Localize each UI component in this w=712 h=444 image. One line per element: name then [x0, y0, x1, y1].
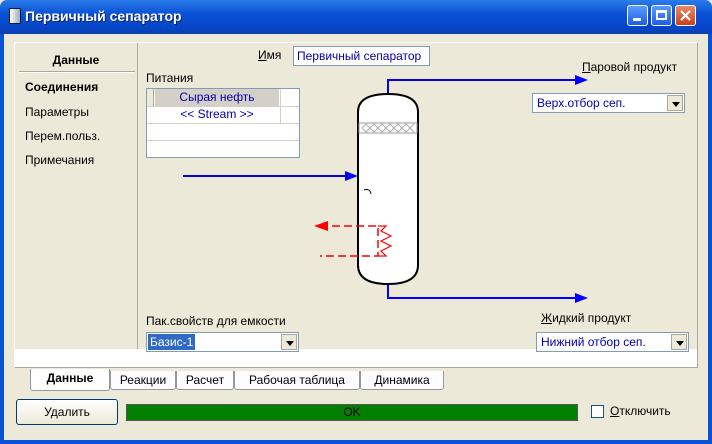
chevron-down-icon[interactable]	[281, 334, 297, 350]
maximize-icon	[656, 10, 667, 20]
chevron-down-icon[interactable]	[667, 95, 683, 111]
liquid-arrow-icon	[575, 293, 588, 303]
separator-vessel	[357, 92, 419, 286]
vapour-product-label: Паровой продукт	[582, 60, 678, 74]
sidebar-divider	[19, 71, 135, 73]
minimize-button[interactable]	[627, 5, 648, 26]
maximize-button[interactable]	[651, 5, 672, 26]
liquid-product-label: Жидкий продукт	[541, 311, 632, 325]
sidebar-item-user-variables[interactable]: Перем.польз.	[25, 129, 101, 143]
feed-cell[interactable]: << Stream >>	[180, 107, 254, 121]
feed-extra-cell	[280, 106, 300, 123]
feed-cell[interactable]: Сырая нефть	[155, 89, 279, 106]
tab-worksheet[interactable]: Рабочая таблица	[234, 371, 360, 390]
process-diagram	[183, 75, 588, 303]
tab-dynamics[interactable]: Динамика	[360, 371, 444, 390]
vapour-product-select[interactable]: Верх.отбор сеп.	[532, 93, 685, 113]
window-frame-left	[0, 34, 4, 444]
window-frame-bottom	[0, 440, 712, 444]
liquid-product-value: Нижний отбор сеп.	[541, 335, 646, 349]
window-title: Первичный сепаратор	[25, 8, 182, 24]
feeds-label: Питания	[146, 71, 194, 85]
title-bar[interactable]: Первичный сепаратор	[0, 0, 712, 34]
feed-extra-cell	[280, 89, 300, 106]
status-bar: OK	[126, 404, 578, 421]
sidebar: Данные Соединения Параметры Перем.польз.…	[15, 43, 138, 349]
vapour-arrow-icon	[575, 75, 588, 85]
close-icon	[680, 10, 691, 21]
property-package-value: Базис-1	[148, 334, 196, 350]
chevron-down-icon[interactable]	[671, 334, 687, 350]
inlet-nozzle	[363, 189, 372, 195]
minimize-icon	[633, 18, 641, 21]
tab-reactions[interactable]: Реакции	[110, 371, 176, 390]
liquid-product-select[interactable]: Нижний отбор сеп.	[536, 332, 689, 352]
app-icon	[9, 8, 21, 24]
name-label: Имя	[258, 48, 282, 62]
close-button[interactable]	[675, 5, 696, 26]
vapour-stream-line	[387, 79, 578, 96]
row-header	[147, 89, 154, 106]
feed-row[interactable]	[147, 123, 299, 141]
energy-stream-line	[320, 225, 379, 257]
feeds-grid[interactable]: Сырая нефть << Stream >>	[146, 88, 300, 158]
feed-row[interactable]: << Stream >>	[147, 106, 299, 124]
sidebar-item-notes[interactable]: Примечания	[25, 153, 95, 167]
disable-checkbox[interactable]	[591, 405, 604, 418]
feed-row[interactable]: Сырая нефть	[147, 89, 299, 107]
energy-arrow-icon	[314, 221, 328, 231]
sidebar-item-connections[interactable]: Соединения	[25, 80, 99, 94]
delete-button[interactable]: Удалить	[16, 399, 118, 425]
liquid-stream-line	[387, 284, 578, 299]
heater-coil-icon	[378, 225, 393, 257]
demister-pad	[358, 122, 418, 134]
sidebar-item-parameters[interactable]: Параметры	[25, 105, 89, 119]
property-package-select[interactable]: Базис-1	[146, 332, 299, 352]
disable-label[interactable]: Отключить	[610, 404, 671, 418]
property-package-label: Пак.свойств для емкости	[146, 314, 286, 328]
name-input[interactable]: Первичный сепаратор	[293, 46, 430, 66]
feed-arrow-icon	[345, 171, 358, 181]
sidebar-header: Данные	[52, 53, 100, 67]
tab-strip: Данные Реакции Расчет Рабочая таблица Ди…	[14, 369, 698, 393]
tab-calculation[interactable]: Расчет	[176, 371, 234, 390]
tab-data[interactable]: Данные	[30, 369, 110, 391]
window-frame-right	[708, 34, 712, 444]
vapour-product-value: Верх.отбор сеп.	[537, 96, 626, 110]
